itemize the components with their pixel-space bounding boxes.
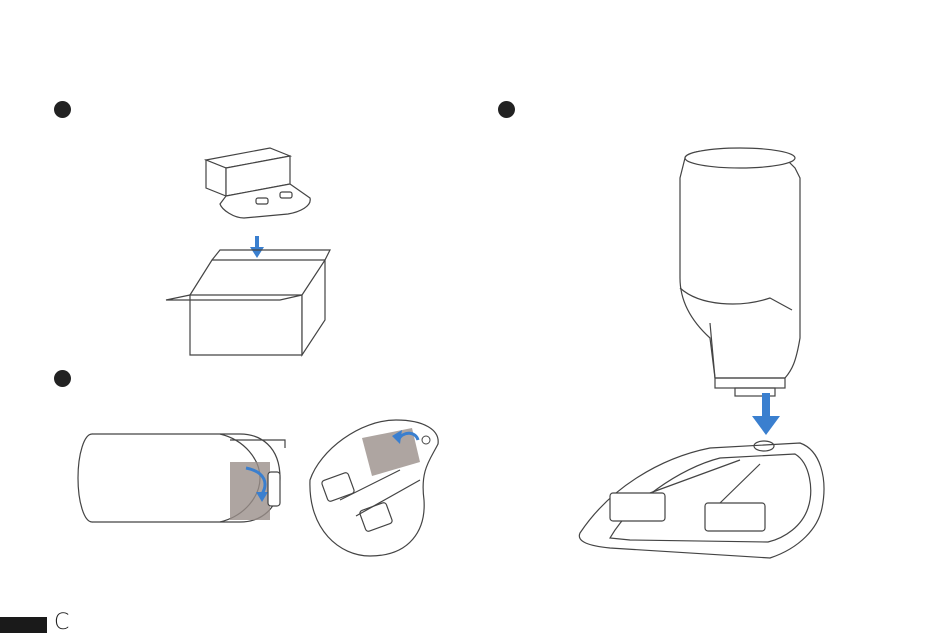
step-1-marker <box>54 101 71 118</box>
page-tab-marker <box>0 617 47 633</box>
down-arrow-icon <box>250 236 264 258</box>
assembly-illustration <box>570 138 840 583</box>
page-letter: C <box>54 611 69 635</box>
down-arrow-icon <box>752 393 780 435</box>
step-3-marker <box>498 101 515 118</box>
canister-illustration <box>70 420 300 545</box>
base-bottom-illustration <box>300 410 450 565</box>
step-2-marker <box>54 370 71 387</box>
base-into-box-illustration <box>160 140 340 365</box>
